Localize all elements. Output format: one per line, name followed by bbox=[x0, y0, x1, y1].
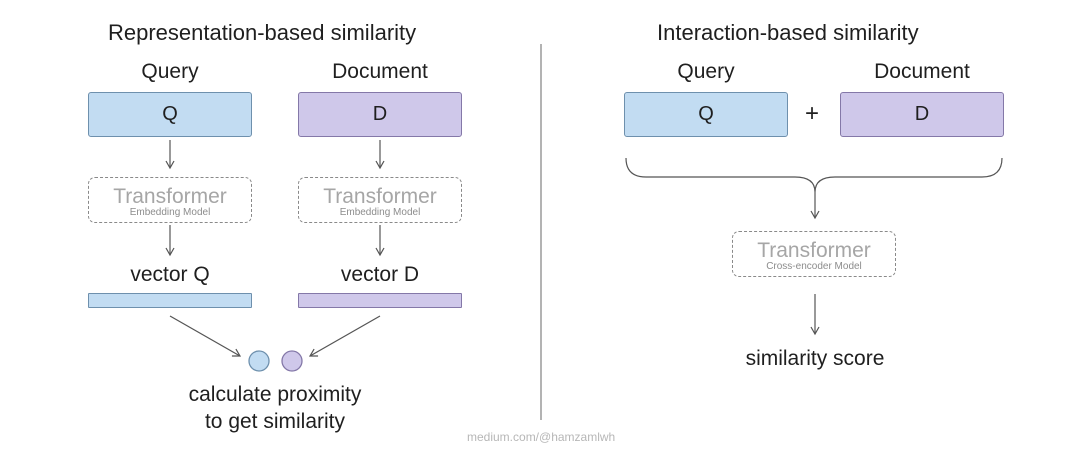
vector-d-label: vector D bbox=[340, 263, 420, 286]
left-document-label: Document bbox=[332, 60, 428, 83]
right-document-box: D bbox=[840, 92, 1004, 137]
right-section-title: Interaction-based similarity bbox=[657, 20, 919, 45]
similarity-score-label: similarity score bbox=[745, 347, 885, 370]
cross-encoder-transformer: Transformer Cross-encoder Model bbox=[732, 231, 896, 277]
right-query-label: Query bbox=[677, 60, 735, 83]
transformer-title: Transformer bbox=[113, 185, 227, 208]
transformer-title: Transformer bbox=[323, 185, 437, 208]
left-query-box: Q bbox=[88, 92, 252, 137]
left-query-transformer: Transformer Embedding Model bbox=[88, 177, 252, 223]
proximity-caption-line2: to get similarity bbox=[204, 410, 346, 433]
query-vector-dot bbox=[248, 350, 270, 372]
vector-q-bar bbox=[88, 293, 252, 308]
vector-q-label: vector Q bbox=[130, 263, 210, 286]
right-query-box: Q bbox=[624, 92, 788, 137]
combine-brace bbox=[625, 157, 1003, 193]
left-document-transformer: Transformer Embedding Model bbox=[298, 177, 462, 223]
transformer-title: Transformer bbox=[757, 239, 871, 262]
transformer-subtitle: Cross-encoder Model bbox=[766, 261, 862, 272]
vector-d-bar bbox=[298, 293, 462, 308]
watermark: medium.com/@hamzamlwh bbox=[467, 430, 616, 444]
transformer-subtitle: Embedding Model bbox=[339, 207, 421, 218]
plus-sign: + bbox=[805, 100, 820, 127]
arrow-vector-d-to-circle bbox=[308, 315, 381, 357]
document-vector-dot bbox=[281, 350, 303, 372]
left-section-title: Representation-based similarity bbox=[108, 20, 417, 45]
arrow-vector-q-to-circle bbox=[169, 315, 242, 357]
right-document-label: Document bbox=[874, 60, 970, 83]
left-query-label: Query bbox=[141, 60, 199, 83]
proximity-caption-line1: calculate proximity bbox=[188, 383, 362, 406]
left-document-box: D bbox=[298, 92, 462, 137]
transformer-subtitle: Embedding Model bbox=[129, 207, 211, 218]
